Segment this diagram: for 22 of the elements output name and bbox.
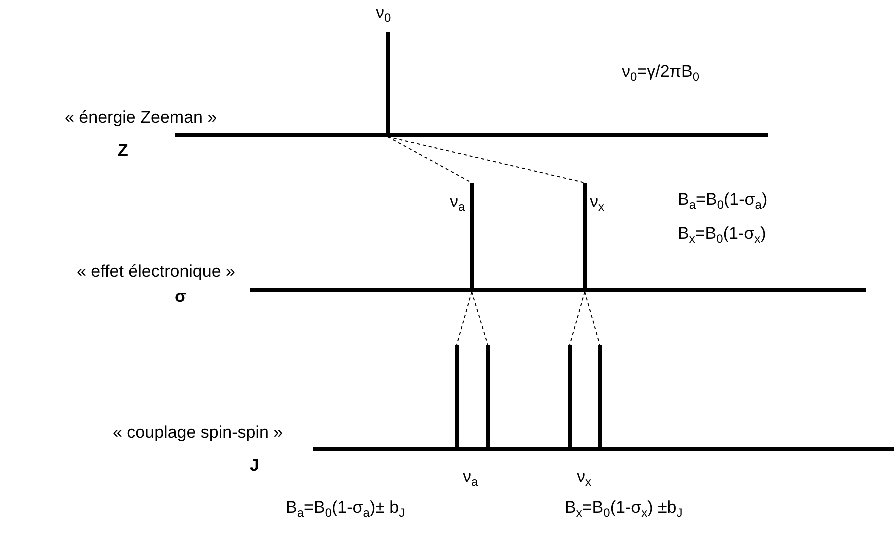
frequency-label: ν$_{a}$ [450, 192, 466, 212]
formula: B$_{a}$=B$_{0}$(1-σ$_{a}$)± b$_{J}$ [286, 498, 406, 518]
dashed-connector [472, 292, 488, 346]
dashed-connector [570, 292, 586, 346]
dashed-connector [388, 136, 586, 184]
dashed-connector [456, 292, 472, 346]
formula: ν$_{0}$=γ/2πB$_{0}$ [622, 62, 700, 82]
dashed-connector [388, 136, 472, 184]
formula: B$_{x}$=B$_{0}$(1-σ$_{x}$) [678, 224, 766, 244]
level-symbol: Z [118, 141, 128, 161]
frequency-label: ν$_{x}$ [590, 192, 604, 212]
level-symbol: J [250, 456, 260, 476]
frequency-label: ν$_{a}$ [463, 467, 478, 487]
level-title: « énergie Zeeman » [65, 108, 218, 128]
formula: B$_{x}$=B$_{0}$(1-σ$_{x}$) ±b$_{J}$ [565, 498, 683, 518]
frequency-label: ν$_{x}$ [577, 467, 592, 487]
level-title: « effet électronique » [77, 262, 236, 282]
dashed-connector [584, 292, 600, 346]
level-symbol: σ [175, 287, 187, 307]
formula: B$_{a}$=B$_{0}$(1-σ$_{a}$) [678, 190, 768, 210]
level-title: « couplage spin-spin » [113, 423, 284, 443]
frequency-label: ν$_{0}$ [376, 3, 392, 23]
